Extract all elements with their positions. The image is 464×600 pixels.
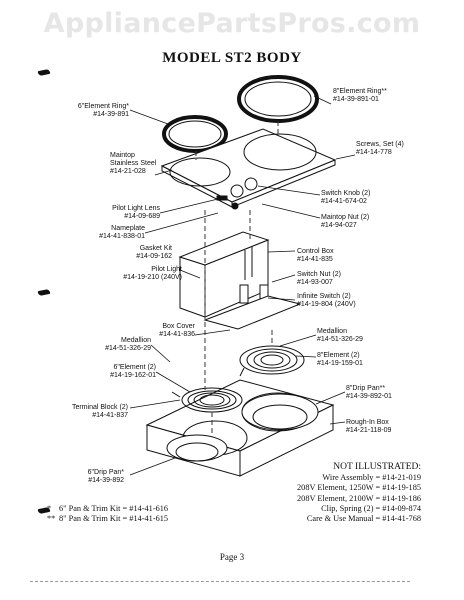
label-screws: Screws, Set (4)#14-14-778 [356, 141, 404, 156]
label-box-cover: Box Cover#14-41-836 [159, 323, 195, 338]
label-element-ring-6: 6"Element Ring*#14-39-891 [77, 103, 129, 118]
maintop-drawing [160, 128, 337, 210]
label-nameplate: Nameplate#14-41-838-01 [99, 225, 145, 240]
not-illustrated-item: Care & Use Manual = #14-41-768 [306, 514, 421, 524]
page-number: Page 3 [219, 552, 245, 562]
not-illustrated-list: NOT ILLUSTRATED: Wire Assembly = #14-21-… [297, 462, 421, 524]
element-ring-6-drawing [162, 115, 228, 153]
diagram-title: MODEL ST2 BODY [162, 50, 302, 66]
kit-footnote-6: *6" Pan & Trim Kit = #14-41-616 [47, 504, 169, 513]
not-illustrated-item: Wire Assembly = #14-21-019 [322, 473, 421, 483]
element-8-drawing [239, 345, 305, 377]
label-pilot-light: Pilot Light#14-19-210 (240V) [123, 266, 182, 281]
drip-pan-6-drawing [166, 434, 228, 462]
watermark: AppliancePartsPros.com [43, 8, 421, 39]
not-illustrated-item: 208V Element, 2100W = #14-19-186 [297, 493, 421, 503]
kit-footnote-8: **8" Pan & Trim Kit = #14-41-615 [47, 514, 169, 523]
label-element-8: 8"Element (2)#14-19-159-01 [317, 352, 363, 367]
label-element-6: 6"Element (2)#14-19-162-01 [110, 364, 156, 379]
label-control-box: Control Box#14-41-835 [297, 248, 334, 263]
element-6-drawing [171, 387, 243, 413]
drip-pan-8-drawing [241, 393, 319, 431]
element-ring-8-drawing [237, 75, 319, 123]
label-pilot-light-lens: Pilot Light Lens#14-09-689 [112, 205, 160, 220]
not-illustrated-heading: NOT ILLUSTRATED: [333, 462, 421, 472]
label-switch-nut: Switch Nut (2)#14-93-007 [297, 271, 341, 286]
box-cover-drawing [203, 295, 302, 330]
label-element-ring-8: 8"Element Ring**#14-39-891-01 [333, 88, 387, 103]
label-switch-knob: Switch Knob (2)#14-41-674-02 [321, 190, 371, 205]
control-box-drawing [178, 231, 270, 318]
label-rough-in-box: Rough-In Box#14-21-118-09 [346, 419, 392, 434]
not-illustrated-item: Clip, Spring (2) = #14-09-874 [321, 503, 421, 513]
label-infinite-switch: Infinite Switch (2)#14-19-804 (240V) [297, 293, 356, 308]
label-maintop-nut: Maintop Nut (2)#14-94-027 [321, 214, 370, 229]
label-drip-pan-6: 6"Drip Pan*#14-39-892 [87, 469, 124, 484]
label-gasket-kit: Gasket Kit#14-09-162 [136, 245, 172, 260]
label-terminal-block: Terminal Block (2)#14-41-837 [71, 404, 128, 419]
kit-footnotes: *6" Pan & Trim Kit = #14-41-616 **8" Pan… [47, 504, 168, 524]
label-medallion-right: Medallion#14-51-326-29 [317, 328, 363, 343]
footer-divider [30, 581, 410, 582]
label-drip-pan-8: 8"Drip Pan**#14-39-892-01 [346, 385, 392, 400]
label-medallion-left: Medallion#14-51-326-29 [105, 337, 151, 352]
not-illustrated-item: 208V Element, 1250W = #14-19-185 [297, 483, 421, 493]
